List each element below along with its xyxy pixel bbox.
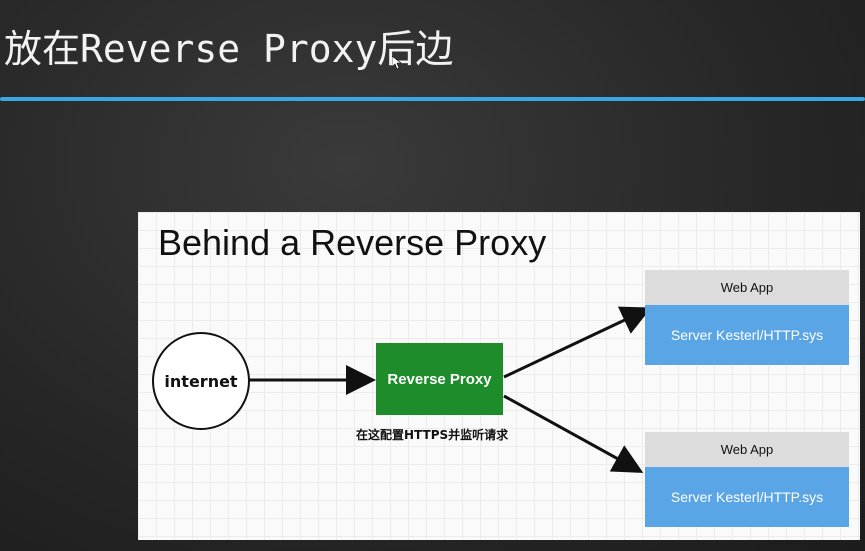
arrows: [248, 306, 652, 473]
internet-label: internet: [164, 371, 238, 391]
arrow-proxy-to-app-2: [503, 394, 644, 473]
web-app-server: Server Kesterl/HTTP.sys: [645, 467, 849, 527]
title-underline: [0, 97, 865, 101]
proxy-note: 在这配置HTTPS并监听请求: [356, 428, 509, 442]
internet-node: internet: [152, 332, 250, 430]
web-app-header: Web App: [645, 432, 849, 467]
reverse-proxy-node: Reverse Proxy: [376, 343, 503, 415]
arrow-proxy-to-app-1: [503, 306, 652, 379]
web-app-server: Server Kesterl/HTTP.sys: [645, 305, 849, 365]
web-app-node-2: Web App Server Kesterl/HTTP.sys: [645, 432, 849, 527]
web-app-header: Web App: [645, 270, 849, 305]
slide-title: 放在Reverse Proxy后边: [4, 27, 454, 71]
diagram-panel: Behind a Reverse Proxy internet Reverse …: [138, 212, 860, 540]
web-app-node-1: Web App Server Kesterl/HTTP.sys: [645, 270, 849, 365]
proxy-label: Reverse Proxy: [387, 370, 492, 388]
mouse-cursor-icon: [392, 56, 402, 70]
diagram-title: Behind a Reverse Proxy: [158, 222, 547, 263]
